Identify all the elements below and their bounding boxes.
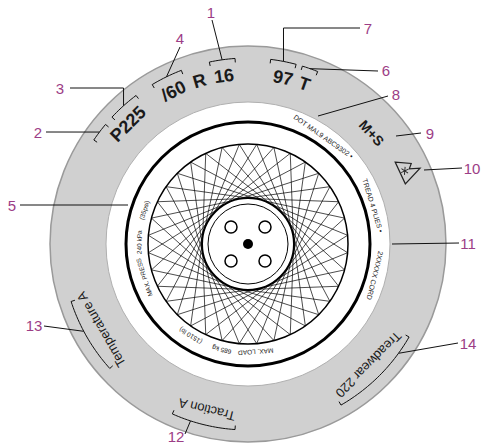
spoke xyxy=(157,286,240,289)
leader-line xyxy=(392,243,459,244)
callout-number: 10 xyxy=(464,161,481,176)
spoke xyxy=(157,199,240,202)
callout-number: 8 xyxy=(392,87,400,102)
snowflake xyxy=(400,166,410,176)
callout-number: 13 xyxy=(26,318,43,333)
flake-stroke xyxy=(401,167,408,175)
leader-line xyxy=(20,205,128,206)
lug-hole xyxy=(225,221,237,233)
callout-number: 6 xyxy=(382,63,390,78)
leader-line xyxy=(398,343,458,353)
leader-line xyxy=(396,133,421,136)
flake-stroke xyxy=(401,167,408,175)
leader-line xyxy=(318,96,388,116)
leader-line xyxy=(310,69,378,71)
spoke xyxy=(256,199,339,202)
leader-line xyxy=(424,168,462,170)
spoke xyxy=(203,153,206,236)
callout-number: 12 xyxy=(168,429,185,444)
callout-number: 5 xyxy=(8,198,16,213)
spoke xyxy=(248,187,330,198)
leader-line xyxy=(185,421,191,434)
spoke xyxy=(240,289,319,314)
callout-number: 1 xyxy=(207,5,215,20)
leader-line xyxy=(166,47,180,77)
spoke xyxy=(177,173,256,198)
spoke xyxy=(293,236,318,315)
leader-line xyxy=(339,335,409,405)
spoke xyxy=(240,173,319,198)
spoke xyxy=(166,290,248,301)
spoke xyxy=(191,162,202,244)
spoke xyxy=(256,286,339,289)
tire-marking: 16 xyxy=(213,65,235,86)
spoke xyxy=(177,289,256,314)
hub-ring xyxy=(208,204,288,284)
lug-hole xyxy=(225,255,237,267)
hub-center xyxy=(243,239,253,249)
bead-band xyxy=(106,102,390,386)
rim-edge xyxy=(126,122,370,366)
callout-number: 2 xyxy=(34,125,42,140)
callout-number: 9 xyxy=(426,126,434,141)
leader-line xyxy=(46,132,99,133)
lug-hole xyxy=(259,221,271,233)
wheel-spokes xyxy=(148,144,347,343)
leader-line xyxy=(70,88,124,106)
tire-sidewall xyxy=(50,46,446,442)
lug-hole xyxy=(259,255,271,267)
callout-number: 14 xyxy=(460,336,477,351)
leader-line xyxy=(212,20,222,60)
leader-lines xyxy=(20,20,462,434)
spoke xyxy=(203,252,206,335)
wheel-hub xyxy=(202,198,294,290)
callout-number: 3 xyxy=(56,81,64,96)
spoke xyxy=(290,153,293,236)
leader-line xyxy=(94,124,109,142)
callout-number: 11 xyxy=(460,236,476,251)
leader-line xyxy=(44,326,84,331)
spoke xyxy=(177,236,202,315)
callout-number: 4 xyxy=(176,31,184,46)
wheel-face xyxy=(148,144,348,344)
spoke xyxy=(290,252,293,335)
mountain-outline xyxy=(395,154,423,184)
snowflake-symbol xyxy=(395,154,423,184)
spoke xyxy=(293,173,318,252)
tire-marking: 240 kPa xyxy=(137,230,144,254)
callout-number: 7 xyxy=(364,21,372,36)
leader-line xyxy=(283,28,360,61)
tire-marking: 97 xyxy=(272,67,295,89)
spoke xyxy=(177,173,202,252)
spoke xyxy=(288,221,339,286)
